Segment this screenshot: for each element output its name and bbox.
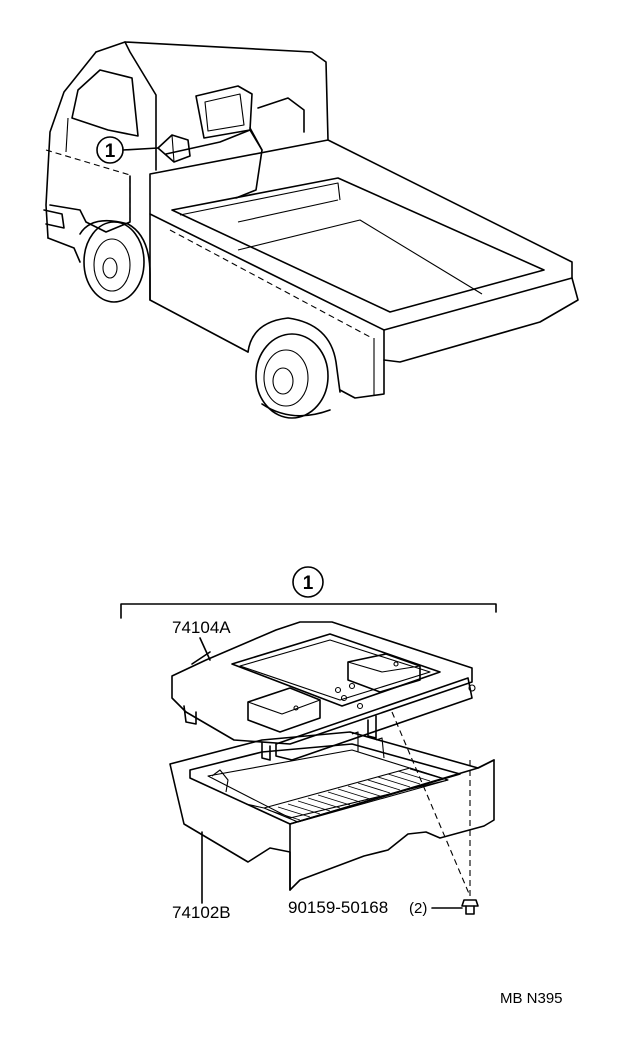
lower-box-part <box>169 731 495 891</box>
assembly-callout: 1 <box>120 566 497 619</box>
ribbed-floor <box>263 767 449 823</box>
part-label-bolt: 90159-50168 <box>288 898 388 917</box>
truck-illustration: 1 <box>43 41 579 419</box>
bolt-quantity: (2) <box>409 900 427 917</box>
bolt-part <box>391 711 479 915</box>
assembly-callout-number: 1 <box>303 573 314 594</box>
part-label-74104A: 74104A <box>172 618 231 637</box>
part-label-74102B: 74102B <box>172 903 231 922</box>
truck-callout-number: 1 <box>105 141 116 162</box>
upper-panel-part <box>171 621 476 761</box>
figure-code: MB N395 <box>500 990 563 1007</box>
